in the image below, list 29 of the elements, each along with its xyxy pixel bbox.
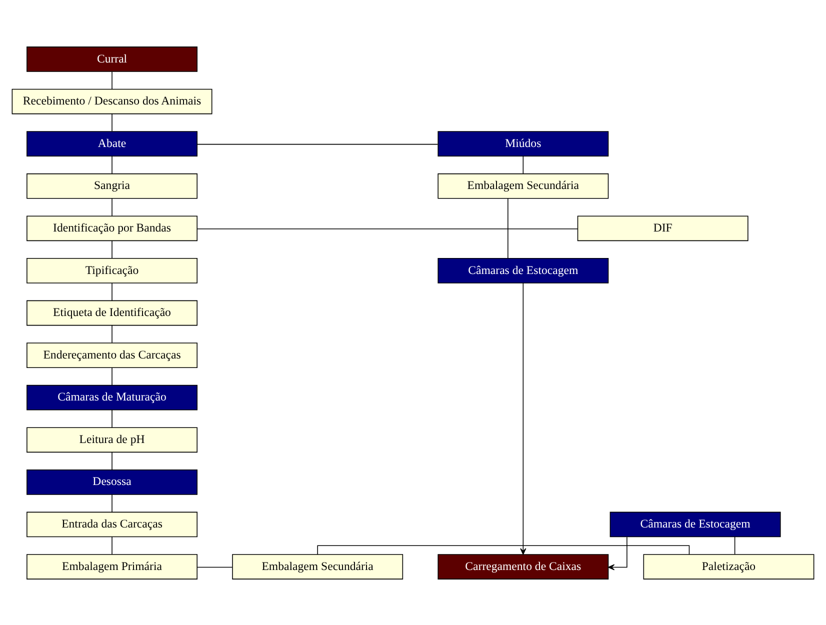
node-box: Câmaras de Estocagem (610, 511, 781, 537)
node-box: Abate (26, 130, 198, 156)
node-box: Recebimento / Descanso dos Animais (12, 88, 212, 114)
arrow (608, 536, 628, 570)
node-box: Entrada das Carcaças (26, 511, 198, 537)
node-box: Desossa (26, 469, 198, 494)
node-box: Miúdos (438, 130, 609, 156)
node-box: Identificação por Bandas (26, 215, 198, 241)
node-box: Embalagem Secundária (438, 172, 609, 198)
node-box: Curral (26, 46, 198, 72)
arrow (520, 282, 526, 554)
node-box: Embalagem Primária (26, 554, 198, 579)
node-box: Câmaras de Estocagem (438, 258, 609, 283)
node-box: Tipificação (26, 258, 198, 283)
connector (734, 536, 736, 554)
connector (317, 544, 690, 554)
node-box: Carregamento de Caixas (438, 554, 609, 579)
node-box: Endereçamento das Carcaças (26, 342, 198, 368)
node-box: Leitura de pH (26, 426, 198, 452)
connector (196, 566, 233, 568)
node-box: Câmaras de Maturação (26, 384, 198, 410)
node-box: Etiqueta de Identificação (26, 300, 198, 326)
node-box: Embalagem Secundária (232, 554, 404, 579)
connector (196, 143, 438, 144)
connector (196, 228, 578, 229)
node-box: Sangria (26, 172, 198, 198)
node-box: DIF (577, 215, 748, 241)
node-box: Paletização (643, 554, 814, 579)
connector (522, 155, 524, 174)
